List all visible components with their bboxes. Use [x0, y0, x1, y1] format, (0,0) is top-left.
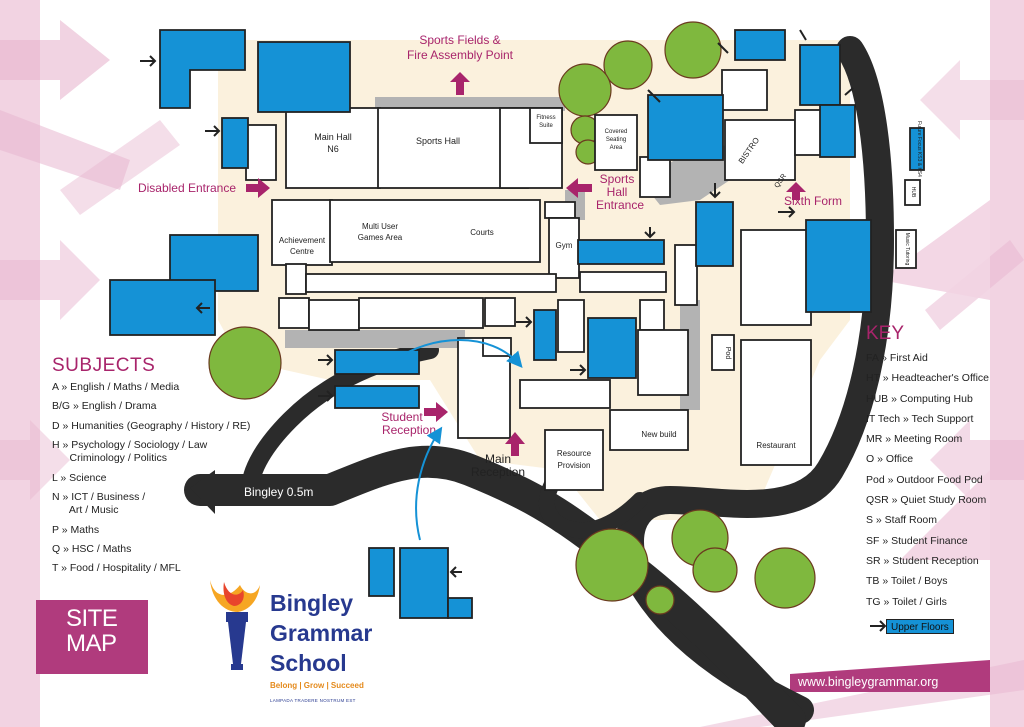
subjects-item: B/G » English / Drama — [52, 400, 157, 413]
muga-label-2: Games Area — [358, 233, 403, 242]
school-name-line-3: School — [270, 650, 347, 676]
fire-assembly-label: Fire Assembly Point — [407, 48, 514, 62]
key-item: TG » Toilet / Girls — [866, 595, 947, 608]
subjects-item: L » Science — [52, 471, 107, 484]
subjects-item: H » Psychology / Sociology / Law Crimino… — [52, 438, 208, 465]
sports-hall-entrance-label-3: Entrance — [596, 198, 644, 212]
bingley-road-label: Bingley 0.5m — [244, 485, 313, 499]
building-labels: Main Hall N6 Sports Hall Fitness Suite C… — [279, 115, 922, 470]
torch-logo — [210, 580, 260, 670]
achievement-label-1: Achievement — [279, 236, 326, 245]
subjects-item: P » Maths — [52, 523, 100, 536]
key-item: FA » First Aid — [866, 352, 928, 364]
music-tutoring-label: Music Tutoring — [904, 233, 910, 266]
main-hall-label: Main Hall — [314, 132, 352, 142]
subjects-heading: SUBJECTS — [52, 355, 156, 376]
restaurant-label: Restaurant — [756, 441, 796, 450]
location-labels: Sports Fields & Fire Assembly Point Disa… — [138, 33, 842, 437]
key-item: Pod » Outdoor Food Pod — [866, 473, 983, 486]
sports-fields-label: Sports Fields & — [419, 33, 500, 47]
key-item: QSR » Quiet Study Room — [866, 494, 987, 507]
student-reception-label-2: Reception — [382, 423, 436, 437]
new-build-label: New build — [641, 430, 676, 439]
main-reception-label-2: Reception — [471, 465, 525, 479]
subjects-item: Q » HSC / Maths — [52, 542, 132, 555]
subjects-item: A » English / Maths / Media — [52, 381, 180, 393]
disabled-entrance-label: Disabled Entrance — [138, 181, 236, 195]
entrance-arrows — [246, 72, 806, 456]
key-item: IT Tech » Tech Support — [866, 412, 974, 425]
upper-floor-arrows — [140, 29, 887, 632]
school-name-line-2: Grammar — [270, 620, 373, 646]
subjects-item: D » Humanities (Geography / History / RE… — [52, 419, 251, 432]
future-focus-label: Future Focus KS3 & KS4 — [916, 121, 922, 177]
key-item: SF » Student Finance — [866, 534, 968, 547]
achievement-label-2: Centre — [290, 247, 315, 256]
key-item: S » Staff Room — [866, 514, 938, 527]
main-hall-code: N6 — [327, 144, 339, 154]
key-item: SR » Student Reception — [866, 554, 979, 567]
courts-label: Courts — [470, 228, 494, 237]
sports-hall-entrance-label-2: Hall — [607, 185, 628, 199]
trees — [208, 21, 816, 615]
hub-label: HUB — [910, 187, 916, 198]
key-item: HUB » Computing Hub — [866, 392, 973, 405]
key-item: MR » Meeting Room — [866, 433, 963, 446]
site-map-title-line-1: SITE — [66, 605, 118, 632]
covered-label-3: Area — [610, 145, 623, 151]
school-tagline: Belong | Grow | Succeed — [270, 681, 364, 690]
covered-label-2: Seating — [606, 137, 626, 143]
subjects-item: T » Food / Hospitality / MFL — [52, 562, 181, 575]
main-reception-label-1: Main — [485, 452, 511, 466]
website-url[interactable]: www.bingleygrammar.org — [798, 675, 939, 689]
gym-label: Gym — [556, 241, 573, 250]
student-reception-label-1: Student — [381, 410, 423, 424]
route-lines — [394, 339, 523, 541]
key-item: TB » Toilet / Boys — [866, 575, 948, 588]
reception-labels: Main Reception — [471, 452, 525, 479]
fitness-label-2: Suite — [539, 123, 553, 129]
key-heading: KEY — [866, 323, 905, 344]
subjects-item: N » ICT / Business / Art / Music — [52, 490, 146, 517]
buildings — [245, 69, 921, 491]
key-item: HT » Headteacher's Office — [866, 372, 990, 385]
upper-floors-legend: Upper Floors — [886, 619, 954, 634]
keighley-road-label: A6265 Keighley Road — [478, 536, 581, 614]
pod-label: Pod — [724, 347, 731, 360]
sports-hall-entrance-label-1: Sports — [600, 172, 635, 186]
upper-floor-buildings — [109, 29, 925, 619]
site-map-title-line-2: MAP — [66, 630, 117, 657]
site-map-title: SITE MAP — [36, 600, 148, 674]
sports-hall-label: Sports Hall — [416, 136, 460, 146]
fitness-label-1: Fitness — [536, 115, 555, 121]
covered-label-1: Covered — [605, 129, 628, 135]
school-name-line-1: Bingley — [270, 590, 354, 616]
key-item: O » Office — [866, 453, 914, 466]
bingley-arrow-road — [190, 470, 330, 514]
school-motto: LAMPADA TRADERE NOSTRUM EST — [270, 698, 356, 703]
resource-label-1: Resource — [557, 449, 592, 458]
muga-label-1: Multi User — [362, 222, 398, 231]
resource-label-2: Provision — [558, 461, 591, 470]
